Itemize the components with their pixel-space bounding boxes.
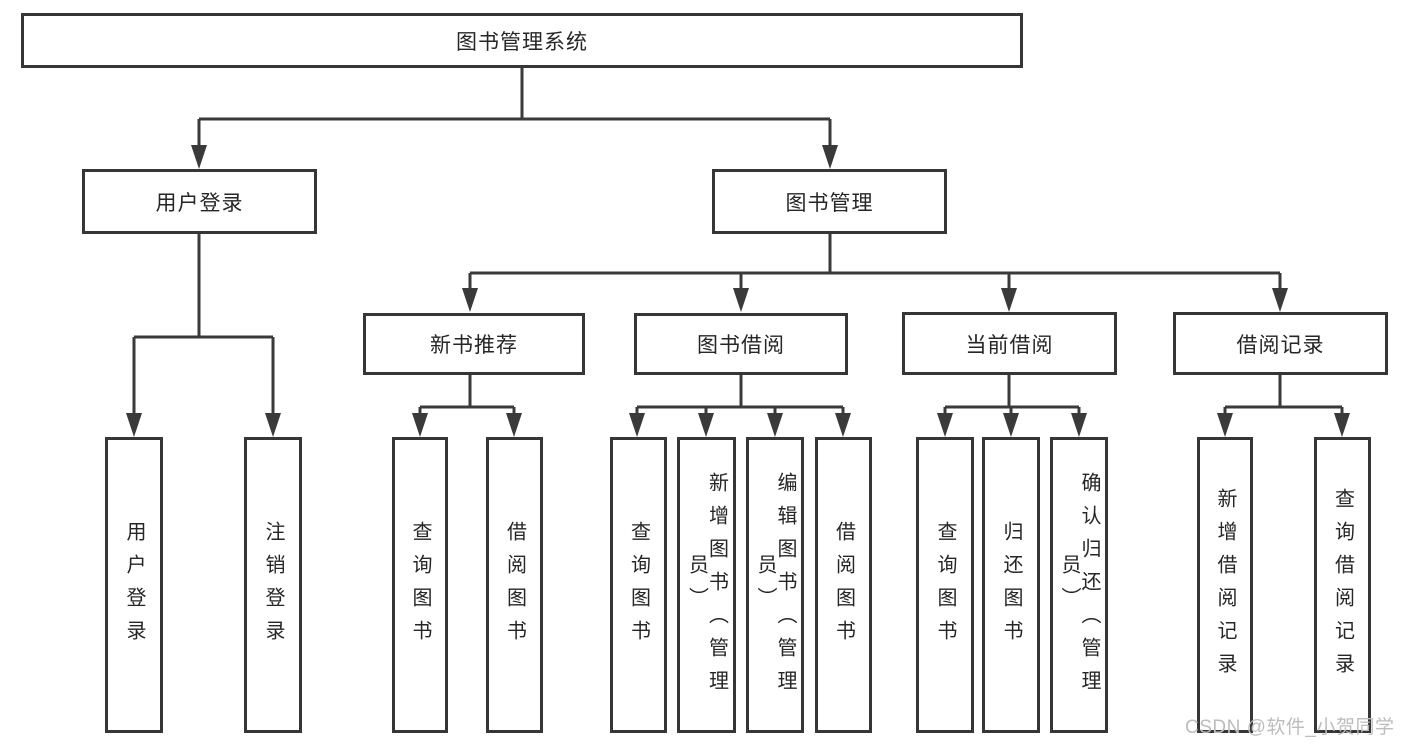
leaf-query-borrow-record: 查询借阅记录 <box>1314 437 1371 733</box>
leaf-borrow-books-recommend: 借阅图书 <box>486 437 543 733</box>
leaf-borrow-books: 借阅图书 <box>815 437 872 733</box>
node-root: 图书管理系统 <box>21 13 1023 68</box>
node-current-borrow: 当前借阅 <box>902 312 1117 375</box>
leaf-query-books-recommend: 查询图书 <box>392 437 448 733</box>
leaf-add-books-admin: 新增图书（管理员） <box>677 437 736 733</box>
leaf-add-borrow-record: 新增借阅记录 <box>1197 437 1253 733</box>
node-book-borrow: 图书借阅 <box>634 313 848 375</box>
leaf-logout: 注销登录 <box>244 437 302 733</box>
leaf-edit-books-admin: 编辑图书（管理员） <box>746 437 804 733</box>
leaf-query-books-borrow: 查询图书 <box>610 437 667 733</box>
node-new-book-recommend: 新书推荐 <box>363 313 585 375</box>
node-borrow-records: 借阅记录 <box>1173 312 1388 375</box>
leaf-user-login: 用户登录 <box>105 437 163 733</box>
leaf-return-books: 归还图书 <box>982 437 1040 733</box>
leaf-query-books-current: 查询图书 <box>916 437 974 733</box>
leaf-confirm-return-admin: 确认归还（管理员） <box>1050 437 1108 733</box>
arrowheads-icon <box>126 145 1350 437</box>
node-book-management: 图书管理 <box>712 169 947 234</box>
csdn-watermark: CSDN @软件_小贺同学 <box>1185 717 1395 738</box>
node-user-login: 用户登录 <box>82 169 317 234</box>
